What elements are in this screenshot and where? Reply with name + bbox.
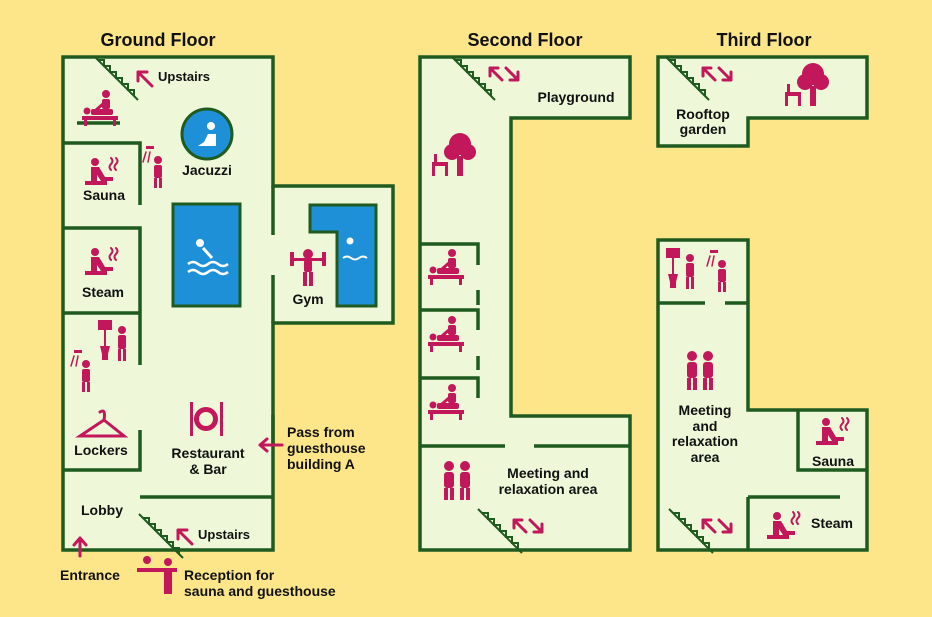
arrow-up-icon [176, 528, 194, 546]
restaurant-icon [190, 402, 223, 436]
gym-icon [290, 249, 326, 286]
swimmer-icon [187, 239, 229, 276]
meeting-label-1: Meeting [679, 402, 732, 418]
swimming-pool [171, 202, 242, 308]
pass-label-3: building A [287, 456, 355, 472]
restaurant-label: Restaurant [171, 445, 244, 461]
jacuzzi-label: Jacuzzi [182, 162, 232, 178]
sauna-label: Sauna [83, 187, 125, 203]
lobby-label: Lobby [81, 502, 123, 518]
reception-label-1: Reception for [184, 567, 275, 583]
gym-label: Gym [292, 291, 323, 307]
jacuzzi-person-icon [198, 122, 216, 146]
lockers-label: Lockers [74, 442, 128, 458]
second-floor: Playground Meeting and relaxation area [418, 55, 632, 554]
meeting-label-3: relaxation [672, 433, 738, 449]
rooftop-label-2: garden [680, 121, 727, 137]
meeting-label-1: Meeting and [507, 465, 589, 481]
upstairs-label: Upstairs [158, 69, 210, 84]
second-floor-title: Second Floor [467, 30, 582, 50]
bar-label: & Bar [189, 461, 227, 477]
upstairs-label: Upstairs [198, 527, 250, 542]
steam-label: Steam [811, 515, 853, 531]
reception-icon [137, 556, 177, 594]
gym-pool [308, 203, 378, 308]
hanger-icon [75, 409, 129, 438]
arrow-left-icon [258, 437, 284, 453]
ground-floor: Upstairs Jacuzzi Sauna Steam Gym Lockers… [60, 55, 395, 599]
arrow-up-icon [136, 70, 154, 88]
rooftop-label-1: Rooftop [676, 106, 730, 122]
arrow-up-icon [72, 536, 88, 558]
entrance-label: Entrance [60, 567, 120, 583]
meeting-label-4: area [691, 449, 720, 465]
reception-label-2: sauna and guesthouse [184, 583, 336, 599]
pass-label-2: guesthouse [287, 440, 366, 456]
swimmer-icon [342, 237, 368, 261]
meeting-label-2: relaxation area [499, 481, 598, 497]
third-floor: Rooftop garden Meeting and relaxation ar… [656, 55, 869, 554]
sauna-label: Sauna [812, 453, 854, 469]
steam-label: Steam [82, 284, 124, 300]
meeting-label-2: and [693, 418, 718, 434]
playground-label: Playground [537, 89, 614, 105]
jacuzzi-pool [180, 107, 234, 161]
third-floor-title: Third Floor [717, 30, 812, 50]
ground-floor-title: Ground Floor [101, 30, 216, 50]
pass-label-1: Pass from [287, 424, 355, 440]
